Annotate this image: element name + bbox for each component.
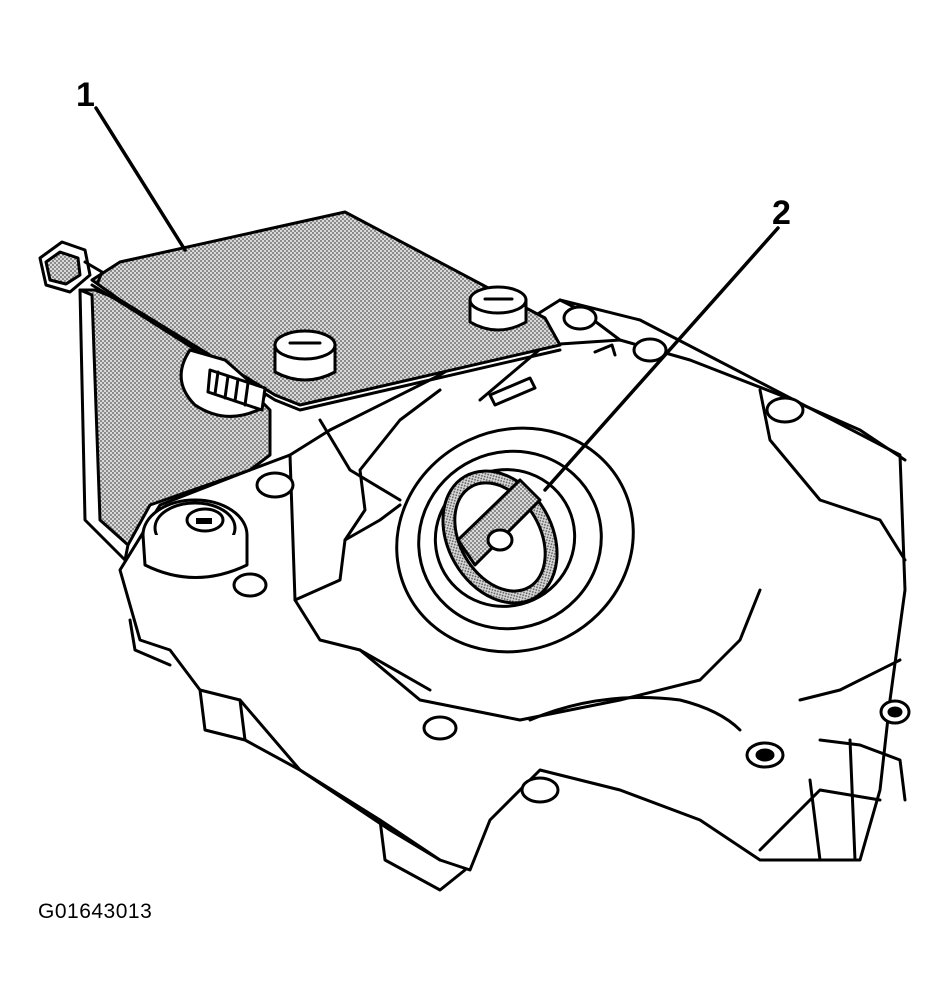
housing-inner-wall: [288, 388, 442, 602]
callout-label-1: 1: [76, 76, 95, 114]
bolt-hole: [422, 715, 458, 741]
bolt-hole: [765, 396, 805, 424]
bolt-hole: [632, 337, 668, 363]
leader-line-1: [94, 106, 187, 252]
bolt-hole: [255, 471, 295, 499]
bolt-hole: [232, 572, 268, 598]
output-bore-ring: [417, 449, 603, 631]
bracket-plate: [90, 210, 562, 407]
hex-bolt-center: [273, 329, 337, 382]
callout-label-2: 2: [772, 194, 791, 232]
hex-bolt-left: [38, 240, 104, 294]
shaft-slot: [456, 478, 542, 567]
threaded-stud: [206, 368, 267, 412]
bolt-hole: [562, 305, 598, 331]
leader-line-2: [543, 226, 780, 492]
bolt-hole: [520, 776, 560, 804]
figure-id: G01643013: [38, 900, 153, 923]
hex-bolt-right: [468, 285, 528, 332]
housing-right-face: [758, 388, 907, 562]
